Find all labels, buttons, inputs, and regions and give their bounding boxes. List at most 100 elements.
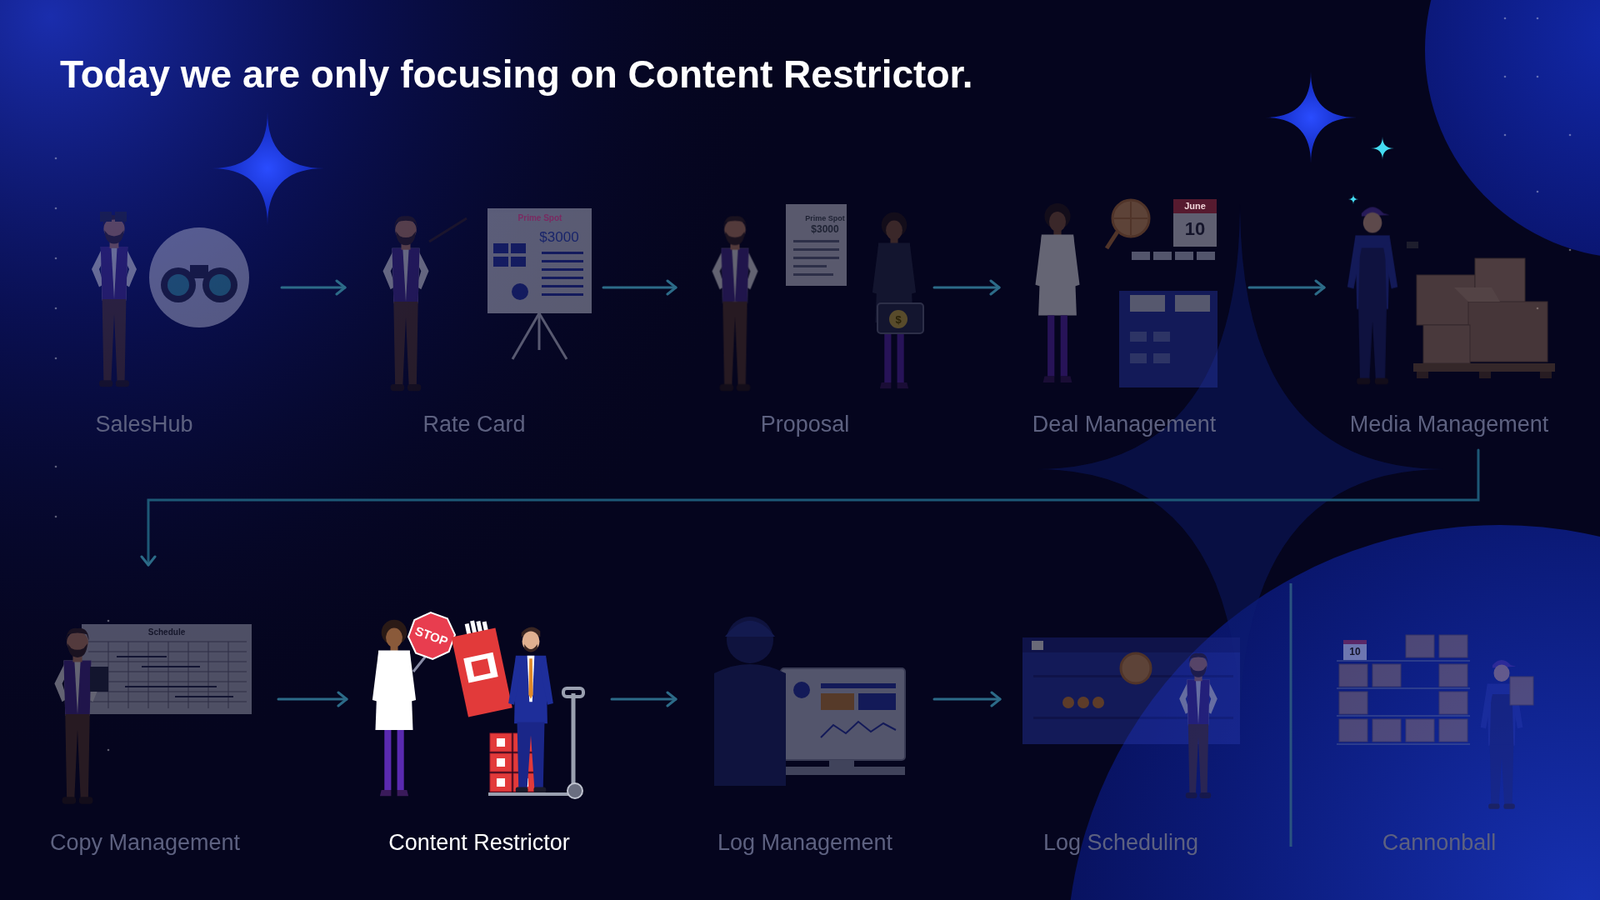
rate-card-illustration [541,276,584,280]
media-management-illustration [1413,363,1555,372]
proposal-illustration [785,204,847,286]
content-restrictor-illustration [496,758,505,767]
star-dot [1536,190,1540,194]
saleshub-illustration [149,227,250,328]
copy-management-illustration [228,641,230,709]
deal-management-illustration [1173,199,1217,214]
content-restrictor-illustration [563,688,584,697]
cannonball-illustration [1336,743,1470,745]
step-label-group: SalesHub [6,411,282,438]
content-restrictor-illustration [490,733,512,752]
saleshub-illustration [115,211,127,222]
log-scheduling-illustration [1120,653,1151,684]
proposal-illustration [793,265,827,268]
log-management-illustration [820,721,896,738]
media-management-illustration [1416,275,1475,325]
deal-management-illustration [1035,203,1080,383]
content-restrictor-illustration [488,792,574,796]
proposal-illustration [872,212,916,390]
background-circle [1425,0,1600,259]
step-label-group: Log Scheduling [1000,830,1242,856]
cannonball-illustration [1439,635,1468,658]
copy-management-illustration [88,701,247,703]
label-anchor: $3000 [825,229,853,240]
copy-management-illustration [188,641,190,709]
log-management-illustration [820,693,855,710]
copy-management-illustration [208,641,210,709]
process-step: Copy Management [11,565,279,869]
board-heading: Prime Spot [518,214,563,223]
deal-management-illustration [1196,251,1215,260]
cannonball-illustration [1336,660,1470,745]
cannonball-illustration [1339,719,1368,742]
star-dot [107,620,110,623]
copy-management-illustration [88,661,247,663]
flow-arrow [611,698,676,701]
title-anchor: Today we are only focusing on Content Re… [60,51,974,98]
rate-card-illustration [510,256,526,267]
process-step: Deal Management [999,191,1250,450]
label-anchor: Schedule [166,632,204,641]
rate-card-illustration [510,243,526,254]
cannonball-illustration [1343,640,1367,662]
label-anchor: June [1195,205,1217,215]
document-heading: Prime Spot [805,215,845,223]
copy-management-illustration [116,656,234,697]
media-management-illustration [1347,206,1398,385]
cannonball-illustration [1510,676,1534,705]
step-label-group: Media Management [1324,411,1575,438]
log-scheduling-illustration [1022,637,1240,653]
label-anchor: $ [898,319,905,330]
deal-management-illustration [1130,353,1147,364]
cannonball-illustration [1336,635,1534,810]
step-label: Log Scheduling [1000,830,1242,856]
step-label: Log Management [675,830,935,856]
content-restrictor-illustration [404,608,460,664]
media-management-illustration [1479,371,1491,379]
step-label: Deal Management [999,411,1250,438]
cannonball-illustration [1336,715,1470,717]
step-label: Rate Card [345,411,604,438]
slide-title: Today we are only focusing on Content Re… [60,51,974,98]
copy-management-illustration [128,641,130,709]
deal-management-illustration [1175,295,1210,312]
content-restrictor-illustration [571,693,576,788]
rate-card-illustration [541,293,584,296]
content-restrictor-illustration [372,608,584,799]
rate-card-illustration [541,260,584,263]
log-management-illustration [725,620,775,637]
copy-management-illustration [168,641,170,709]
deal-management-illustration [1153,251,1172,260]
content-restrictor-illustration [490,773,512,792]
process-step: Cannonball [1314,565,1565,869]
copy-management-illustration [54,628,100,805]
deal-management-illustration [1035,199,1218,388]
rate-card-illustration [539,313,567,360]
log-management-illustration [858,693,896,710]
log-management-illustration [820,683,896,689]
calendar-day: 10 [1349,646,1360,657]
rate-card-illustration [487,208,592,314]
cannonball-illustration [1439,691,1468,715]
rate-card-illustration [493,256,509,267]
log-scheduling-illustration [1077,696,1090,709]
star-dot [55,465,58,469]
log-management-illustration [793,681,810,699]
rate-card-illustration [541,268,584,271]
step-label-group: Log Management [675,830,935,856]
proposal-illustration [793,248,840,251]
copy-management-illustration [125,685,217,688]
content-restrictor-illustration [463,652,498,684]
saleshub-illustration [160,267,196,303]
step-label: Cannonball [1314,830,1565,856]
cannonball-illustration [1439,719,1468,742]
content-restrictor-illustration [496,738,505,747]
label-anchor: Prime Spot [540,218,585,227]
cannonball-illustration [1339,664,1368,687]
copy-management-illustration [90,666,109,692]
step-label-group: Rate Card [345,411,604,438]
star-dot [1504,75,1507,79]
flow-arrow [934,286,1000,290]
content-restrictor-illustration [372,620,416,797]
